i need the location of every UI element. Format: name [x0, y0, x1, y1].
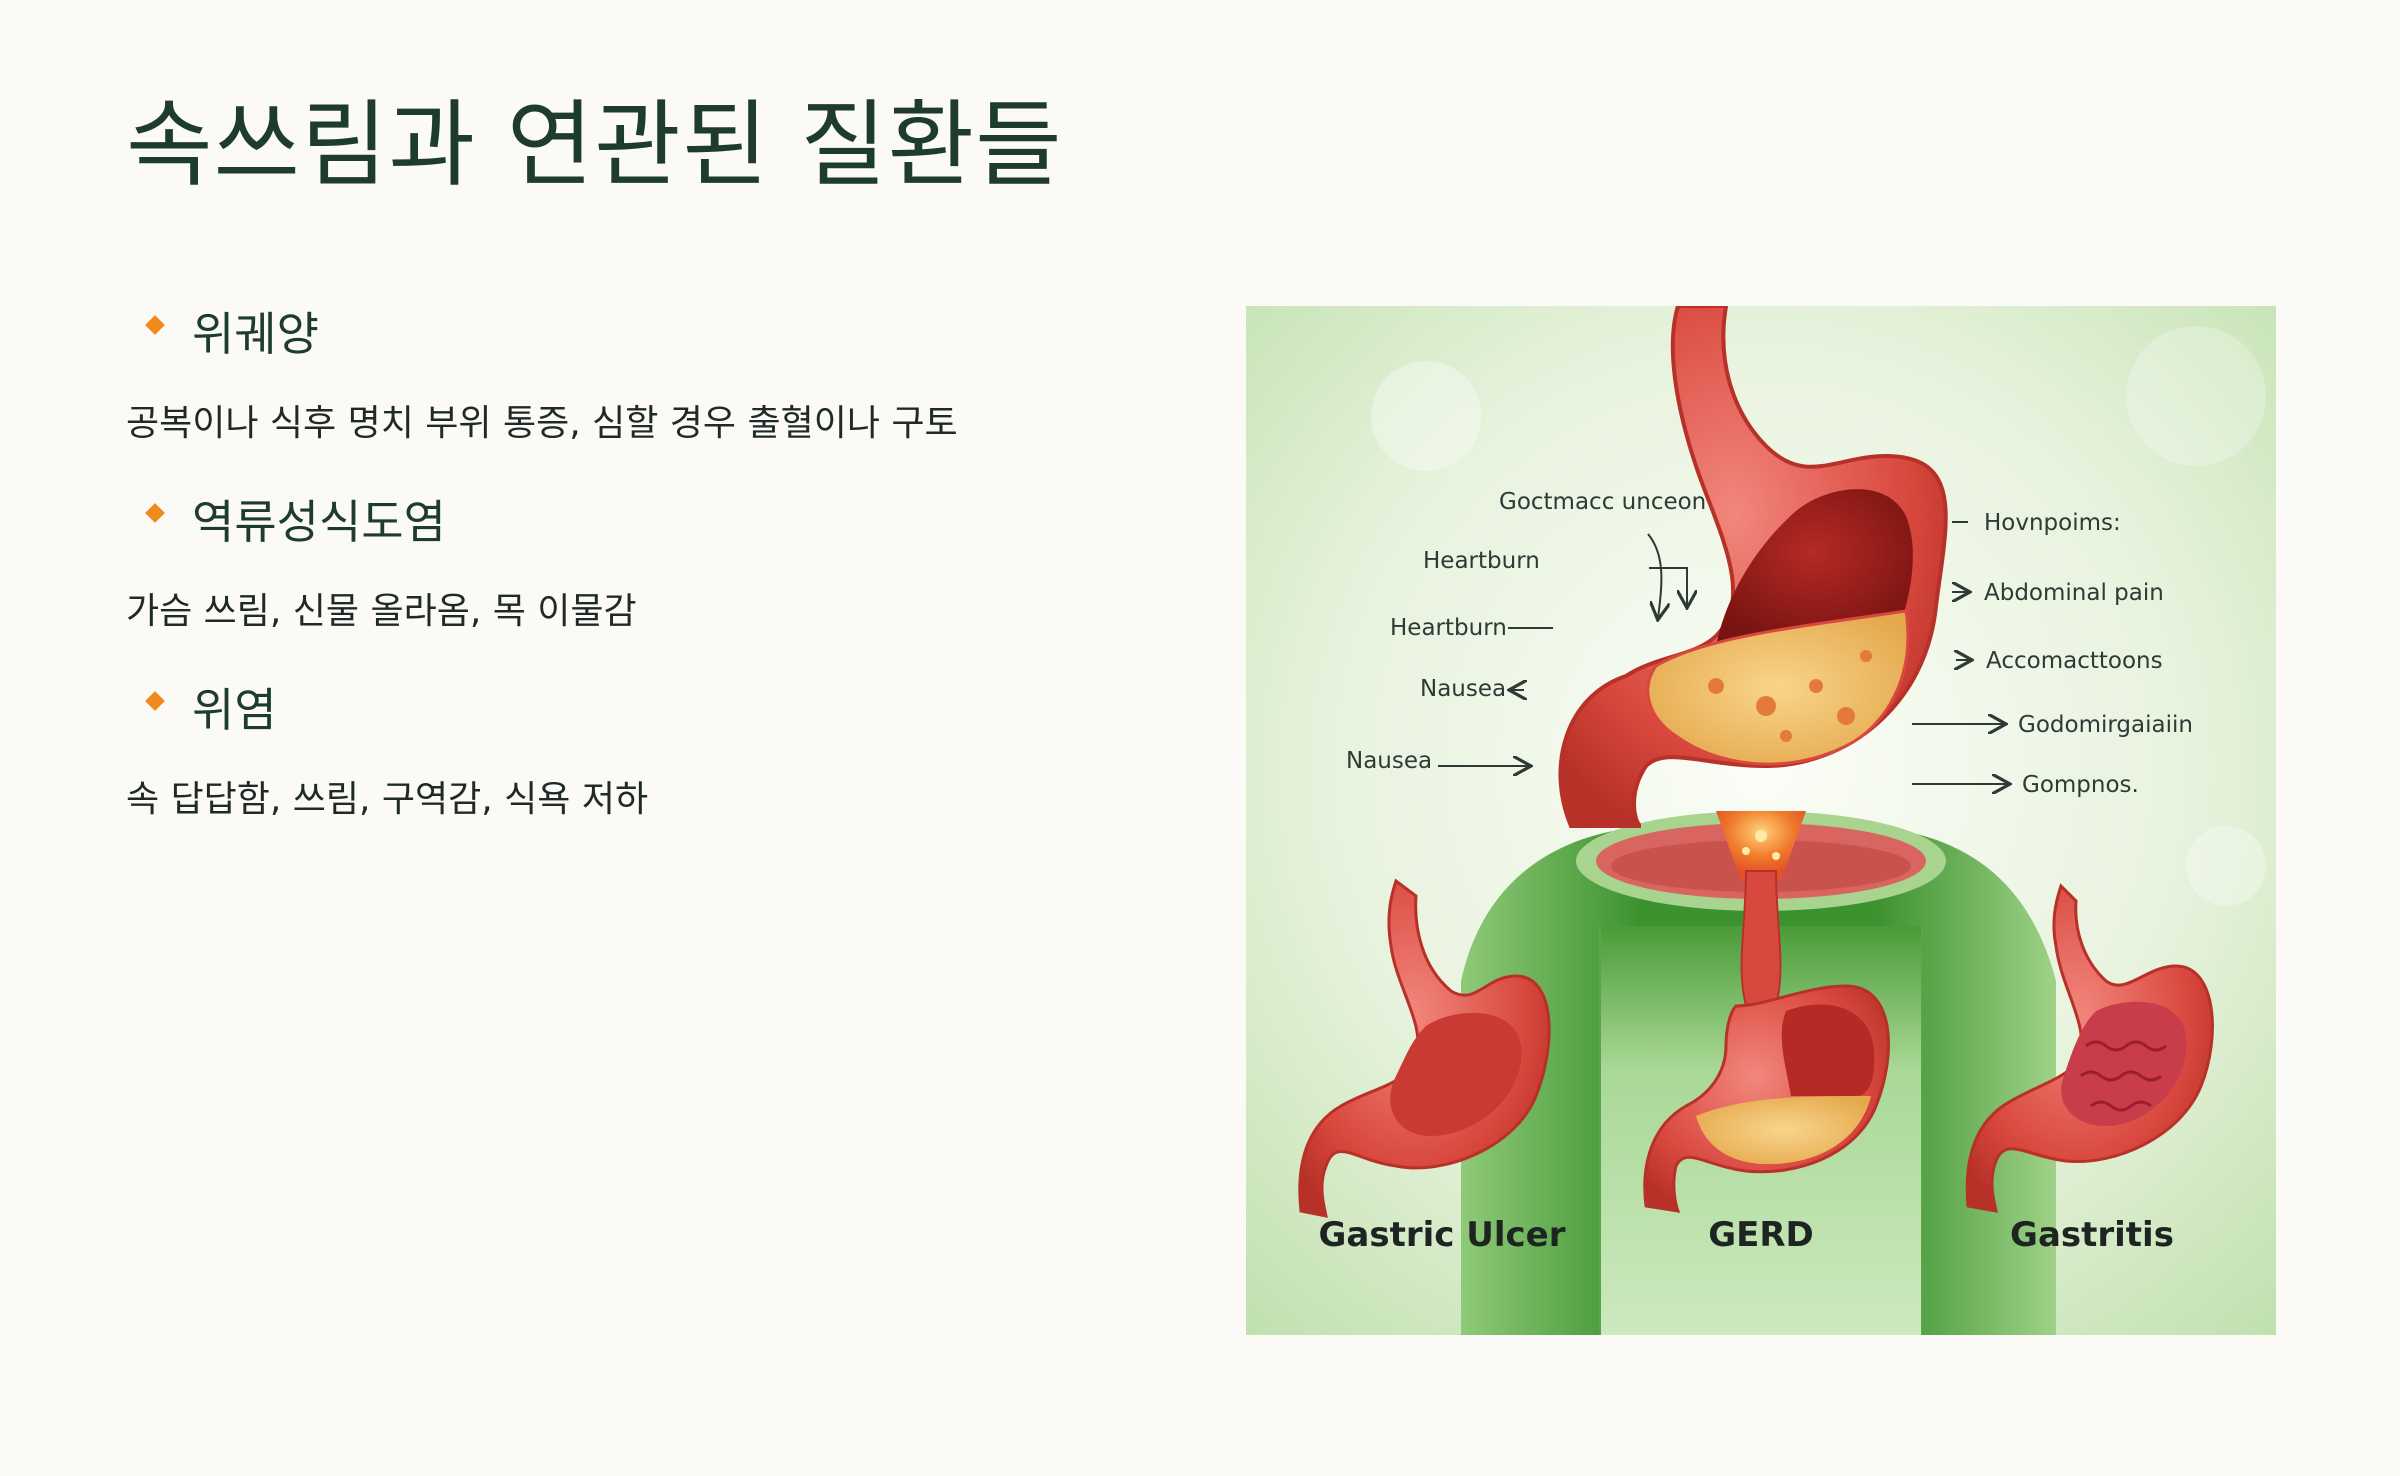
- disease-heading: 위궤양: [126, 296, 1206, 362]
- diagram-label-right: Godomirgaiaiin: [2018, 712, 2193, 738]
- acid-bubble: [1708, 678, 1724, 694]
- disease-name: 위염: [192, 683, 277, 737]
- diagram-label-left: Goctmacc unceon: [1499, 489, 1706, 515]
- disease-list: 위궤양 공복이나 식후 명치 부위 통증, 심할 경우 출혈이나 구토 역류성식…: [126, 296, 1206, 860]
- diagram-label-left: Nausea: [1346, 748, 1432, 774]
- bokeh-circle: [2126, 326, 2266, 466]
- gerd-lining: [1781, 1004, 1875, 1096]
- gerd-esophagus: [1740, 870, 1782, 1007]
- diamond-bullet-icon: [145, 691, 165, 711]
- disease-description: 속 답답함, 쓰림, 구역감, 식욕 저하: [126, 779, 649, 820]
- disease-item-gastric-ulcer: 위궤양 공복이나 식후 명치 부위 통증, 심할 경우 출혈이나 구토: [126, 296, 1206, 484]
- diagram-label-right: Gompnos.: [2022, 772, 2139, 798]
- diagram-label-right: Accomacttoons: [1986, 648, 2163, 674]
- disease-heading: 역류성식도염: [126, 484, 1206, 550]
- stomach-illustration: Goctmacc unceon Heartburn Heartburn Naus…: [1246, 306, 2276, 1335]
- page-title: 속쓰림과 연관된 질환들: [126, 91, 1063, 200]
- disease-description: 공복이나 식후 명치 부위 통증, 심할 경우 출혈이나 구토: [126, 403, 958, 444]
- gerd-acid: [1696, 1096, 1871, 1165]
- diagram-label-right: Abdominal pain: [1984, 580, 2164, 606]
- diagram-label-left: Heartburn: [1423, 548, 1540, 574]
- diamond-bullet-icon: [145, 503, 165, 523]
- disease-heading: 위염: [126, 672, 1206, 738]
- gastritis-lining: [2061, 1001, 2187, 1126]
- acid-bubble: [1780, 730, 1792, 742]
- label-arrow: [1647, 533, 1661, 618]
- caption-gerd: GERD: [1708, 1215, 1814, 1255]
- caption-gastric-ulcer: Gastric Ulcer: [1319, 1215, 1566, 1255]
- bokeh-circle: [1371, 361, 1481, 471]
- diagram-label-left: Nausea: [1420, 676, 1506, 702]
- disease-name: 위궤양: [192, 307, 319, 361]
- acid-bubble: [1756, 696, 1776, 716]
- stomach-lining: [1716, 489, 1913, 646]
- diagram-label-left: Heartburn: [1390, 615, 1507, 641]
- disease-name: 역류성식도염: [192, 495, 446, 549]
- stomach-acid: [1646, 609, 1910, 766]
- bokeh-circle: [2186, 826, 2266, 906]
- reflux-bubble: [1755, 830, 1767, 842]
- acid-bubble: [1860, 650, 1872, 662]
- diamond-bullet-icon: [145, 315, 165, 335]
- diagram-label-right: Hovnpoims:: [1984, 510, 2121, 536]
- disease-item-gerd: 역류성식도염 가슴 쓰림, 신물 올라옴, 목 이물감: [126, 484, 1206, 672]
- reflux-bubble: [1742, 847, 1750, 855]
- gastric-ulcer-lining: [1390, 1012, 1522, 1136]
- caption-gastritis: Gastritis: [2010, 1215, 2174, 1255]
- gastritis-folds: [2080, 1040, 2167, 1112]
- disease-description: 가슴 쓰림, 신물 올라옴, 목 이물감: [126, 591, 637, 632]
- disease-item-gastritis: 위염 속 답답함, 쓰림, 구역감, 식욕 저하: [126, 672, 1206, 860]
- acid-bubble: [1837, 707, 1855, 725]
- reflux-flame: [1716, 811, 1806, 881]
- reflux-bubble: [1772, 852, 1780, 860]
- stomach-illustration-svg: Goctmacc unceon Heartburn Heartburn Naus…: [1246, 306, 2276, 1335]
- acid-bubble: [1809, 679, 1823, 693]
